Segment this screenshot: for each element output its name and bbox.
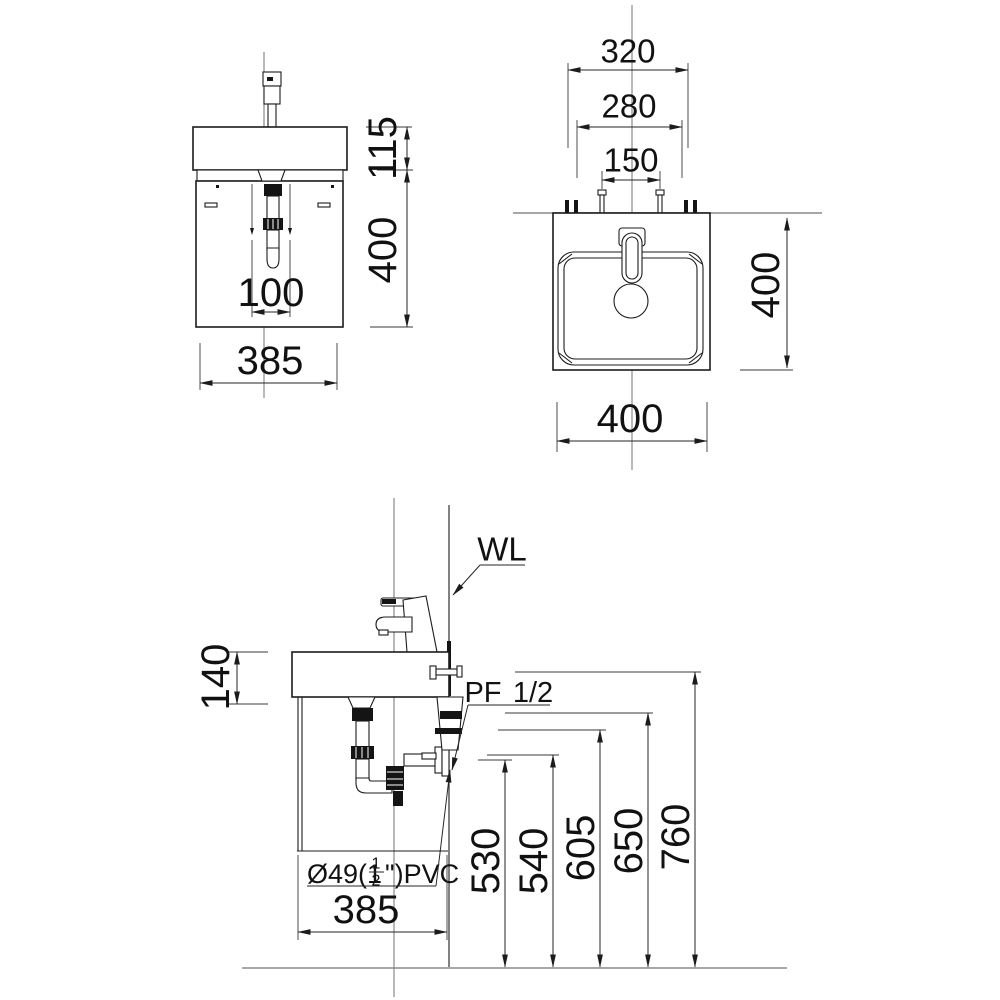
dim-faucet-hole-span: 150: [603, 142, 658, 179]
dim-side-depth: 385: [297, 855, 448, 940]
side-basin: [291, 651, 450, 698]
p-trap: [347, 696, 450, 806]
dim-height-540: 540: [512, 828, 556, 895]
height-dimensions: 530 540 605 650 760: [464, 671, 701, 968]
label-pvc-frac-den: 2: [372, 873, 381, 890]
dim-height-605: 605: [559, 815, 603, 882]
dim-height-530: 530: [464, 828, 508, 895]
front-supply-tubes: [250, 184, 292, 235]
side-view: WL: [194, 498, 787, 997]
label-pvc-suffix: ")PVC: [385, 859, 459, 889]
door-handle-right: [317, 202, 331, 208]
front-view: 115 400 100 385: [192, 52, 413, 398]
dim-140-text: 140: [194, 644, 238, 711]
label-pf-size: 1/2: [513, 677, 553, 709]
dim-basin-height: 115: [361, 116, 405, 180]
hinge-dot-right: [331, 185, 334, 188]
side-mounting-bolt: [429, 665, 463, 680]
dim-plan-width: 400: [597, 397, 664, 441]
side-cabinet: [297, 697, 448, 852]
drain-wall-flange: [434, 746, 443, 774]
bowl-corner-chamfers: [558, 253, 703, 364]
dim-counter-height: 140: [194, 644, 268, 711]
door-handle-left: [204, 202, 218, 208]
wall-line-label: WL: [452, 531, 527, 596]
dim-height-650: 650: [607, 808, 651, 875]
dim-side-depth-text: 385: [333, 888, 400, 932]
front-faucet: [262, 71, 282, 128]
supply-and-valve: [421, 696, 464, 760]
dim-plan-depth: 400: [744, 252, 788, 319]
dim-hanger-span: 320: [600, 33, 655, 70]
cleanout-plug: [393, 791, 403, 806]
label-pvc-prefix: Ø49(1: [307, 859, 382, 889]
supply-label: PF 1/2: [451, 677, 553, 771]
dim-front-width: 385: [237, 339, 304, 383]
front-dimensions: 115 400 100 385: [199, 116, 413, 390]
faucet-handle-dot: [267, 77, 273, 81]
plan-drain-hole: [613, 283, 649, 319]
side-faucet: [375, 595, 438, 653]
dim-height-760: 760: [654, 804, 698, 871]
label-wl: WL: [477, 531, 527, 568]
label-pf: PF: [464, 677, 501, 709]
dim-drain-offset: 100: [238, 271, 305, 315]
valve-handle: [421, 752, 437, 760]
plan-view: 320 280 150 400 400: [513, 5, 822, 470]
dim-inner-span: 280: [601, 88, 656, 125]
dim-cabinet-height: 400: [361, 217, 405, 284]
front-basin: [192, 126, 348, 171]
plan-dimensions: 320 280 150 400 400: [556, 33, 793, 452]
hinge-dot-left: [216, 185, 219, 188]
label-pvc-frac-num: 1: [372, 856, 381, 873]
plan-faucet: [618, 227, 646, 284]
front-drain: [257, 169, 286, 269]
